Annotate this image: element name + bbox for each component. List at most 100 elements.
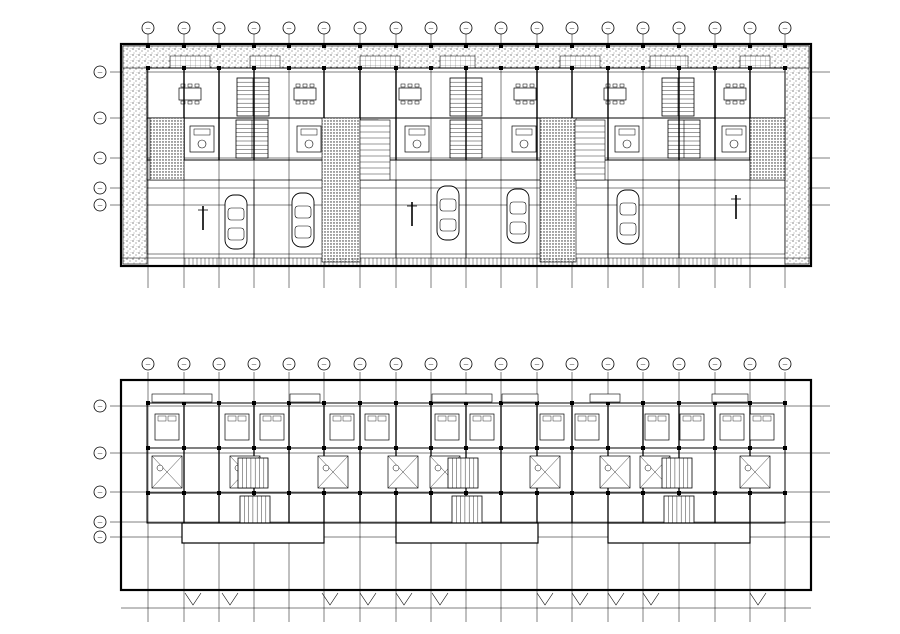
grid-bubble: — (93, 485, 107, 499)
column (641, 446, 645, 450)
grid-bubble-label: — (677, 26, 682, 32)
column (217, 491, 221, 495)
column (394, 44, 398, 48)
gate-swing (642, 592, 660, 606)
grid-bubble-label: — (182, 26, 187, 32)
grid-bubble: — (601, 21, 615, 35)
grid-bubble: — (565, 21, 579, 35)
column (748, 66, 752, 70)
grid-bubble: — (93, 446, 107, 460)
bed (679, 413, 705, 441)
column (783, 491, 787, 495)
grid-bubble: — (353, 357, 367, 371)
column (499, 44, 503, 48)
tile-area (649, 55, 689, 69)
column (713, 491, 717, 495)
bed (644, 413, 670, 441)
column (677, 491, 681, 495)
grid-bubble-label: — (98, 535, 103, 541)
grid-bubble: — (282, 357, 296, 371)
motorcycle (407, 202, 417, 226)
column (570, 66, 574, 70)
grid-bubble: — (141, 357, 155, 371)
grid-bubble-label: — (217, 26, 222, 32)
window-ledge (711, 393, 749, 403)
column (358, 44, 362, 48)
bathroom (599, 455, 631, 489)
grid-bubble-label: — (98, 186, 103, 192)
tile-area (739, 55, 771, 69)
window-ledge (431, 393, 493, 403)
grid-bubble: — (778, 21, 792, 35)
grid-bubble-label: — (98, 70, 103, 76)
car (436, 185, 460, 241)
bathroom (151, 455, 183, 489)
column (287, 401, 291, 405)
bed (749, 413, 775, 441)
grid-bubbles-bottom: ——————————————————— (141, 357, 792, 371)
living-set (511, 125, 537, 153)
column (641, 401, 645, 405)
gate-swing (395, 592, 413, 606)
grid-bubble-label: — (322, 26, 327, 32)
grid-bubble-label: — (535, 362, 540, 368)
grid-bubble: — (459, 21, 473, 35)
grid-bubble-label: — (98, 490, 103, 496)
gate-swing (431, 592, 449, 606)
grid-bubble: — (389, 357, 403, 371)
column (252, 446, 256, 450)
grid-bubble-label: — (98, 520, 103, 526)
column (499, 446, 503, 450)
grid-bubbles-side: —————————— (93, 65, 107, 544)
column (499, 66, 503, 70)
grid-bubble: — (708, 21, 722, 35)
grid-bubble: — (778, 357, 792, 371)
grid-bubble: — (93, 151, 107, 165)
grid-bubble: — (247, 21, 261, 35)
grid-bubble-label: — (146, 362, 151, 368)
column (535, 446, 539, 450)
column (217, 44, 221, 48)
grid-bubble-label: — (783, 26, 788, 32)
column (322, 44, 326, 48)
grid-bubble-label: — (499, 26, 504, 32)
grid-bubble-label: — (98, 116, 103, 122)
grid-bubble-label: — (287, 26, 292, 32)
bed (364, 413, 390, 441)
column (182, 66, 186, 70)
column (394, 66, 398, 70)
grid-bubble-label: — (535, 26, 540, 32)
grid-bubble-label: — (570, 26, 575, 32)
ramp-stair (574, 119, 606, 181)
column (322, 446, 326, 450)
grid-bubble-label: — (98, 451, 103, 457)
column (322, 66, 326, 70)
grid-bubble: — (424, 357, 438, 371)
bed (329, 413, 355, 441)
column (606, 44, 610, 48)
balcony (395, 522, 539, 544)
grid-bubble-label: — (748, 362, 753, 368)
column (287, 44, 291, 48)
planter-area (149, 117, 185, 181)
column (606, 491, 610, 495)
grid-bubble-label: — (606, 26, 611, 32)
bathroom (317, 455, 349, 489)
balcony (607, 522, 751, 544)
planter-area (321, 117, 361, 263)
living-set (721, 125, 747, 153)
column (606, 66, 610, 70)
column (394, 446, 398, 450)
living-set (189, 125, 215, 153)
car (506, 188, 530, 244)
column (713, 44, 717, 48)
column (252, 44, 256, 48)
column (429, 44, 433, 48)
column (146, 66, 150, 70)
dining-table (178, 83, 202, 105)
grid-bubble: — (636, 21, 650, 35)
car (224, 194, 248, 250)
grid-bubble-label: — (713, 362, 718, 368)
grid-bubble: — (601, 357, 615, 371)
